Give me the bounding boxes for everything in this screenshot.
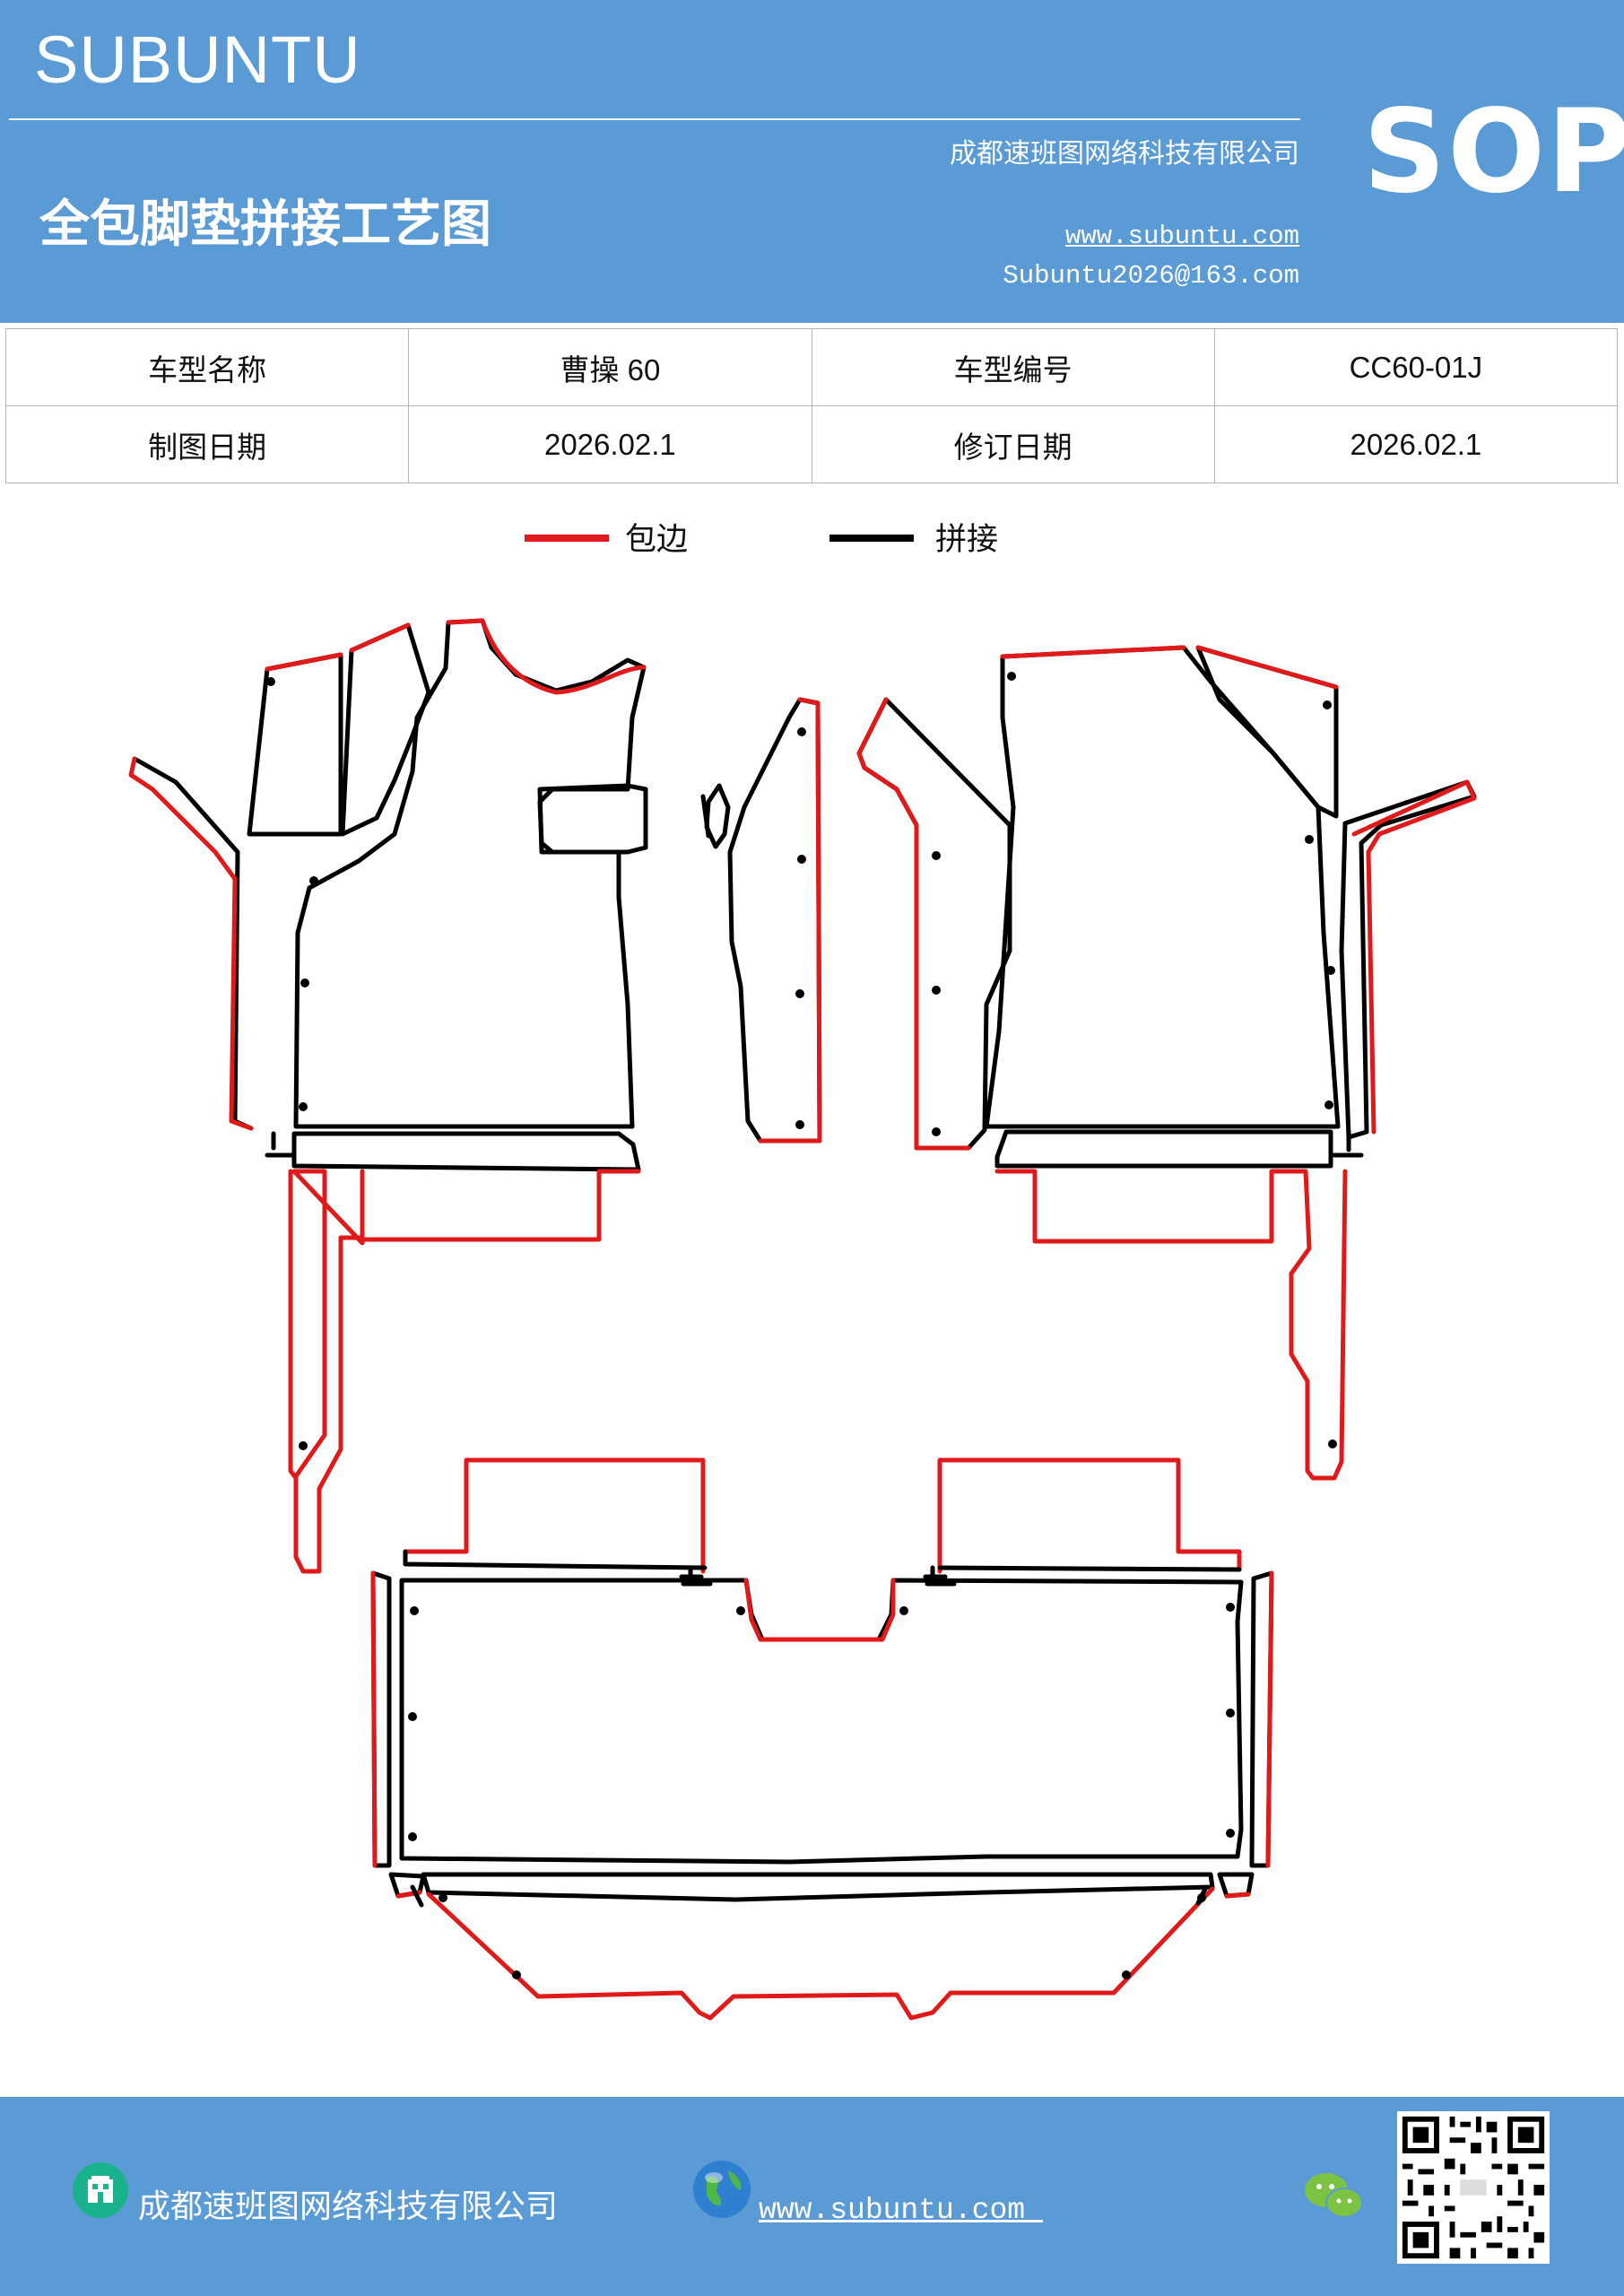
legend-label-splice: 拼接 — [935, 522, 999, 558]
center-console-mat — [700, 697, 822, 1144]
header-website-link[interactable]: www.subuntu.com — [1064, 222, 1299, 251]
legend-swatch-splice — [829, 535, 914, 542]
footer-company-name: 成都速班图网络科技有限公司 — [138, 2188, 559, 2225]
driver-front-mat — [128, 618, 648, 1574]
header-email[interactable]: Subuntu2026@163.com — [1003, 261, 1299, 291]
wechat-icon — [1305, 2173, 1363, 2218]
revise-date-label: 修订日期 — [811, 405, 1215, 483]
info-row: 车型名称 曹操 60 车型编号 CC60-01J — [4, 328, 1619, 406]
info-row: 制图日期 2026.02.1 修订日期 2026.02.1 — [4, 405, 1619, 483]
header-company-name: 成都速班图网络科技有限公司 — [950, 138, 1299, 170]
qr-code[interactable] — [1397, 2111, 1550, 2264]
document-title: 全包脚垫拼接工艺图 — [39, 195, 491, 254]
passenger-front-mat — [856, 645, 1477, 1481]
model-code-label: 车型编号 — [811, 328, 1215, 406]
locating-dots — [266, 672, 1337, 1979]
globe-icon — [693, 2161, 751, 2218]
model-name-value: 曹操 60 — [408, 328, 812, 406]
legend-label-binding: 包边 — [625, 522, 689, 558]
header-divider — [9, 118, 1300, 120]
rear-mat — [370, 1457, 1274, 2021]
legend: 包边 拼接 — [0, 520, 1624, 574]
building-icon — [73, 2162, 128, 2218]
draw-date-label: 制图日期 — [4, 405, 410, 483]
footer-website-link[interactable]: www.subuntu.com — [759, 2194, 1043, 2227]
revise-date-value: 2026.02.1 — [1213, 405, 1619, 483]
model-name-label: 车型名称 — [4, 328, 410, 406]
model-code-value: CC60-01J — [1213, 328, 1619, 406]
floor-mat-diagram — [128, 618, 1477, 2021]
footer-banner: 成都速班图网络科技有限公司 www.subuntu.com — [0, 2097, 1624, 2296]
sop-badge: SOP — [1363, 85, 1624, 219]
info-table: 车型名称 曹操 60 车型编号 CC60-01J 制图日期 2026.02.1 … — [4, 328, 1619, 483]
draw-date-value: 2026.02.1 — [408, 405, 812, 483]
header-banner: SUBUNTU 成都速班图网络科技有限公司 全包脚垫拼接工艺图 www.subu… — [0, 0, 1624, 323]
legend-swatch-binding — [525, 535, 609, 542]
brand-name: SUBUNTU — [34, 22, 361, 97]
